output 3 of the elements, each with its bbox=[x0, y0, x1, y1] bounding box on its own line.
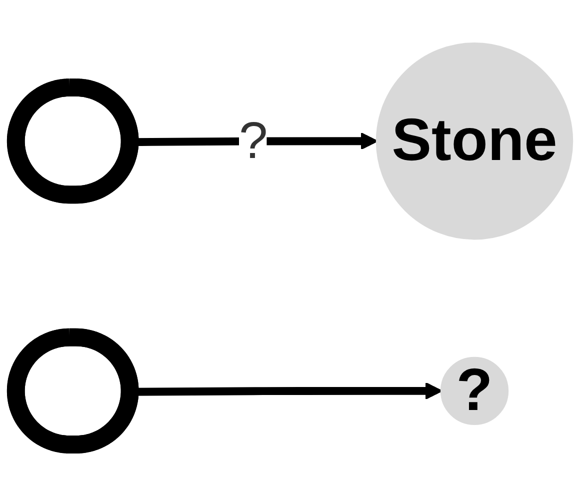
node-circle: ? bbox=[440, 356, 509, 425]
edge-label: ? bbox=[238, 110, 268, 170]
node-circle: Stone bbox=[376, 42, 574, 240]
